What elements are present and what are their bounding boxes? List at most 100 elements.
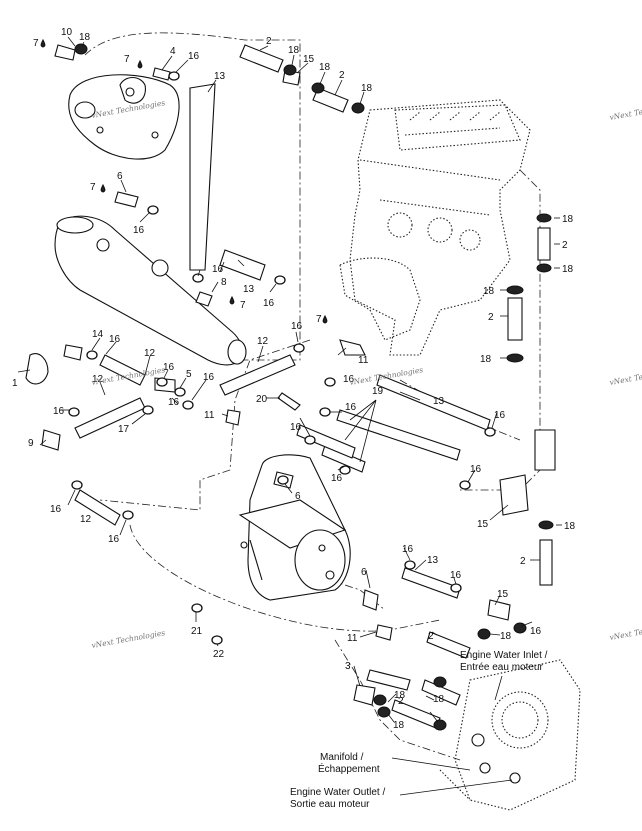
watermark: vNext Technologies	[91, 628, 166, 650]
callout-16: 16	[108, 534, 120, 545]
callout-7: 7	[316, 314, 322, 325]
callout-7: 7	[124, 54, 130, 65]
callout-18: 18	[79, 32, 91, 43]
callout-16: 16	[50, 504, 62, 515]
callout-18: 18	[433, 694, 445, 705]
callout-22: 22	[213, 649, 225, 660]
callout-11: 11	[204, 410, 215, 421]
callout-16: 16	[168, 397, 180, 408]
callout-2: 2	[266, 36, 272, 47]
callout-16: 16	[212, 264, 224, 275]
callout-5: 5	[186, 369, 192, 380]
callout-20: 20	[256, 394, 268, 405]
callout-21: 21	[191, 626, 203, 637]
engine-block	[339, 99, 531, 356]
callout-16: 16	[343, 374, 355, 385]
caption-inlet-fr: Entrée eau moteur	[460, 662, 543, 673]
callout-16: 16	[331, 473, 343, 484]
callout-18: 18	[483, 286, 495, 297]
routing-line-right-engine	[460, 169, 541, 491]
callout-13: 13	[243, 284, 255, 295]
sealant-drop-icons	[40, 38, 328, 324]
leader-lines	[17, 36, 562, 796]
callout-16: 16	[133, 225, 145, 236]
exhaust-manifold	[68, 74, 180, 160]
callout-7: 7	[240, 300, 246, 311]
callout-18: 18	[480, 354, 492, 365]
callout-2: 2	[520, 556, 526, 567]
routing-line-bottom	[334, 639, 461, 761]
callout-18: 18	[393, 720, 405, 731]
callout-16: 16	[188, 51, 200, 62]
callout-11: 11	[358, 355, 369, 366]
hose-13-mid	[296, 374, 491, 599]
callout-6: 6	[295, 491, 301, 502]
callout-6: 6	[361, 567, 367, 578]
callout-18: 18	[319, 62, 331, 73]
routing-line-middle	[99, 339, 311, 511]
routing-line-top	[84, 32, 301, 361]
callout-12: 12	[144, 348, 156, 359]
callout-7: 7	[33, 38, 39, 49]
hose-2-right	[507, 227, 553, 586]
callout-2: 2	[488, 312, 494, 323]
callout-13: 13	[214, 71, 226, 82]
callout-18: 18	[288, 45, 300, 56]
callout-16: 16	[53, 406, 65, 417]
callout-18: 16	[530, 626, 542, 637]
callout-19: 19	[372, 386, 384, 397]
callout-15: 15	[303, 54, 315, 65]
callout-16: 16	[163, 362, 175, 373]
callout-13: 13	[427, 555, 439, 566]
callout-10: 10	[61, 27, 73, 38]
callout-18: 18	[394, 690, 406, 701]
callout-2: 2	[398, 696, 404, 707]
callout-2: 2	[339, 70, 345, 81]
caption-outlet-en: Engine Water Outlet /	[290, 787, 385, 798]
captions: Engine Water Inlet / Entrée eau moteur M…	[290, 650, 548, 810]
callout-17: 17	[118, 424, 130, 435]
callout-14: 14	[92, 329, 104, 340]
callout-12: 12	[92, 374, 104, 385]
callout-15: 15	[497, 589, 509, 600]
callout-16: 16	[345, 402, 357, 413]
callout-16: 16	[470, 464, 482, 475]
hose-2-bottom	[366, 631, 471, 729]
callout-2: 2	[428, 631, 434, 642]
callout-16: 16	[450, 570, 462, 581]
callout-11: 11	[347, 633, 358, 644]
hose-13-vertical	[189, 83, 216, 271]
callout-18: 18	[562, 214, 574, 225]
callout-16: 16	[263, 298, 275, 309]
callout-16: 16	[203, 372, 215, 383]
watermark: vNext Technologies	[609, 365, 642, 387]
callout-2: 2	[562, 240, 568, 251]
callout-18: 18	[562, 264, 574, 275]
hose-2-top	[239, 44, 349, 113]
callout-7: 7	[90, 182, 96, 193]
callout-18: 18	[361, 83, 373, 94]
callout-12: 12	[257, 336, 269, 347]
routing-line-left	[129, 524, 441, 632]
callout-8: 8	[221, 277, 227, 288]
caption-outlet-fr: Sortie eau moteur	[290, 799, 370, 810]
callout-13: 13	[433, 396, 445, 407]
hose-12-long	[74, 354, 296, 526]
callout-16: 16	[402, 544, 414, 555]
caption-inlet-en: Engine Water Inlet /	[460, 650, 548, 661]
water-housing	[439, 659, 581, 811]
clamps	[68, 43, 554, 731]
callout-numbers: 10 18 7 7 4 16 13 2 18 15 18 2 18 7 6 16…	[12, 27, 576, 731]
callout-16: 16	[290, 422, 302, 433]
muffler	[238, 454, 351, 601]
callout-1: 1	[12, 378, 18, 389]
callout-18: 18	[500, 631, 512, 642]
callout-9: 9	[28, 438, 34, 449]
callout-4: 4	[170, 46, 176, 57]
callout-16: 16	[109, 334, 121, 345]
callout-15: 15	[477, 519, 489, 530]
caption-manifold-en: Manifold /	[320, 752, 364, 763]
watermark: vNext Technologies	[609, 620, 642, 642]
